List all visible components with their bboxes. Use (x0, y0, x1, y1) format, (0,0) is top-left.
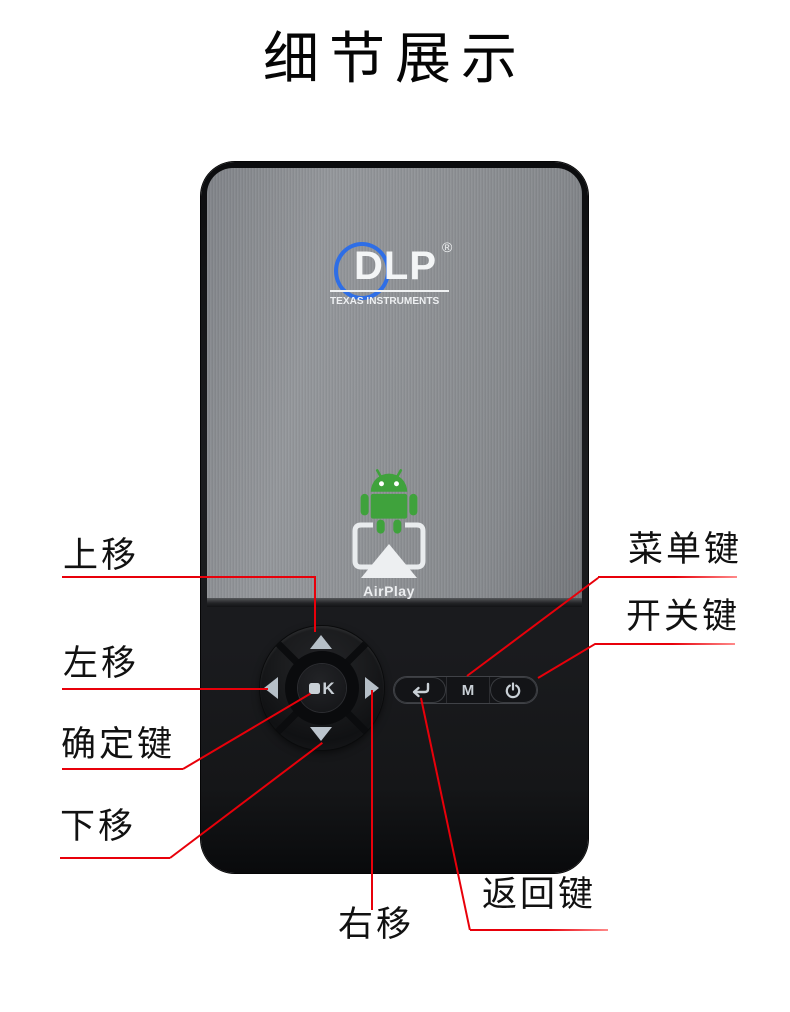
projector-device: DLP ® TEXAS INSTRUMENTS AirPlay (201, 162, 588, 873)
menu-button: M (446, 677, 490, 703)
texas-instruments-text: TEXAS INSTRUMENTS (330, 295, 440, 307)
power-button (490, 677, 537, 703)
dlp-logo: DLP ® TEXAS INSTRUMENTS (326, 239, 456, 307)
dlp-logo-text: DLP (354, 244, 437, 288)
callout-line-power-h (595, 643, 735, 645)
power-icon (506, 682, 521, 699)
up-arrow-icon (310, 635, 332, 649)
return-arrow-icon (412, 682, 430, 698)
left-arrow-icon (264, 677, 278, 699)
callout-line-back-h (470, 929, 608, 931)
callout-label-ok: 确定键 (61, 725, 176, 764)
ok-square-glyph (309, 682, 321, 694)
dlp-underline (330, 290, 449, 292)
callout-line-left (62, 688, 268, 690)
airplay-triangle-icon (361, 544, 417, 578)
callout-label-up: 上移 (63, 536, 140, 575)
callout-label-right: 右移 (338, 905, 415, 944)
airplay-label: AirPlay (363, 583, 415, 599)
callout-label-left: 左移 (63, 644, 140, 683)
dlp-blue-circle-icon (334, 242, 390, 300)
android-robot-icon (360, 469, 418, 534)
callout-line-up-v (314, 576, 316, 632)
airplay-frame-icon (352, 522, 426, 570)
return-button (394, 677, 446, 703)
callout-label-menu: 菜单键 (628, 530, 743, 569)
callout-line-up-h (62, 576, 315, 578)
callout-line-right (371, 690, 373, 910)
ok-button: K (298, 664, 346, 712)
ok-label: K (322, 678, 335, 698)
right-arrow-icon (365, 677, 379, 699)
callout-line-ok-h (62, 768, 183, 770)
callout-line-menu-h (598, 576, 737, 578)
registered-mark: ® (442, 239, 453, 255)
callout-label-power: 开关键 (626, 597, 741, 636)
callout-label-down: 下移 (60, 807, 137, 846)
page-title: 细节展示 (263, 29, 527, 91)
callout-label-back: 返回键 (482, 875, 597, 914)
callout-line-down-h (60, 857, 170, 859)
panel-edge-shadow (207, 598, 582, 607)
down-arrow-icon (310, 727, 332, 741)
side-button-group: M (393, 676, 538, 704)
